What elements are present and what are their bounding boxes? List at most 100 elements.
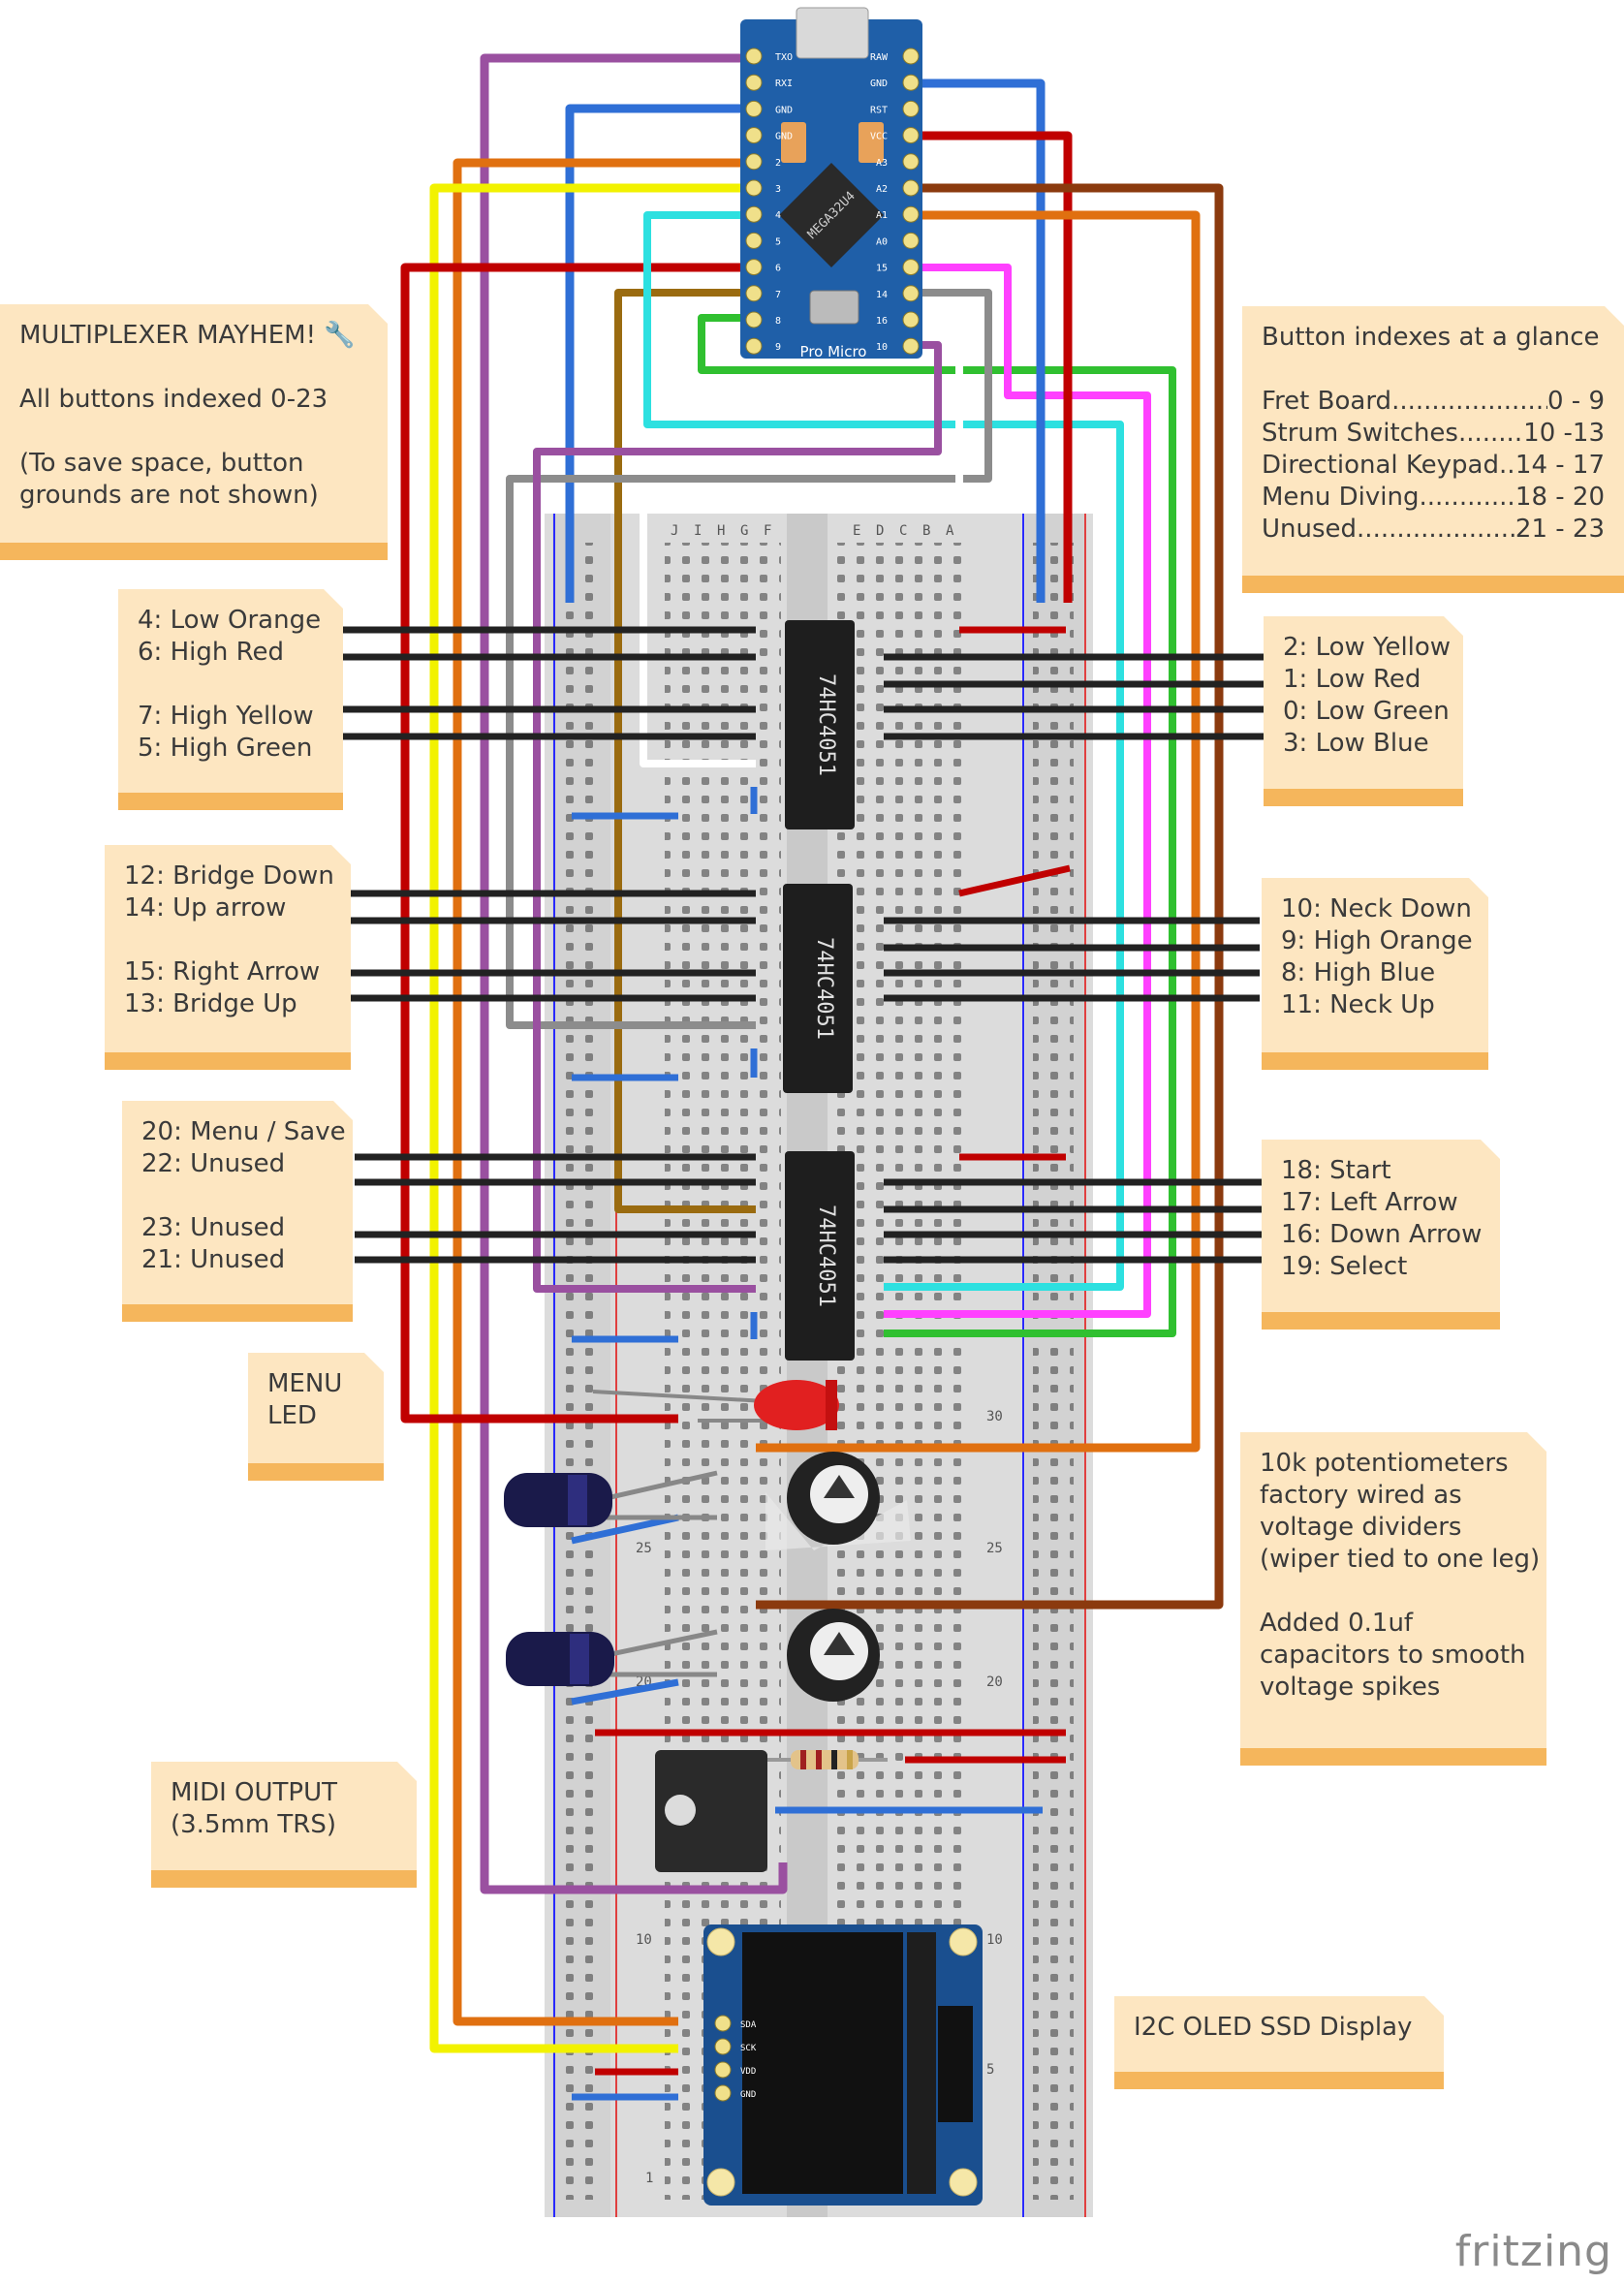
- pin-label: 16: [876, 316, 888, 327]
- wire-blue2: [911, 78, 1046, 603]
- pin-label: VCC: [870, 132, 888, 142]
- oled-pin-gnd: [714, 2084, 732, 2102]
- resistor: [765, 1750, 888, 1769]
- pin-gnd: [902, 74, 920, 91]
- note-multiplexer: MULTIPLEXER MAYHEM! 🔧 All buttons indexe…: [0, 304, 388, 560]
- pin-label: GND: [775, 132, 793, 142]
- index-row: Menu Diving.............................…: [1262, 483, 1605, 512]
- capacitors: [504, 1470, 718, 1686]
- fritzing-logo: fritzing: [1454, 2227, 1612, 2276]
- pin-label: RST: [870, 105, 888, 115]
- wire-blue: [565, 104, 752, 603]
- pin-2: [745, 153, 763, 171]
- pin-label: RAW: [870, 52, 889, 63]
- col-label: B: [922, 523, 930, 539]
- pin-8: [745, 311, 763, 329]
- note-title: MULTIPLEXER MAYHEM! 🔧: [19, 321, 356, 350]
- pin-9: [745, 337, 763, 355]
- pin-label: 14: [876, 290, 888, 300]
- pin-label: 15: [876, 264, 888, 274]
- col-label: F: [764, 523, 771, 539]
- oled-pin-sda: [714, 2015, 732, 2032]
- pin-label: 4: [775, 210, 781, 221]
- mux-chip-3: 74HC4051: [785, 1151, 855, 1361]
- pin-vcc: [902, 127, 920, 144]
- pin-label: 7: [775, 290, 781, 300]
- row-number: 25: [986, 1541, 1003, 1556]
- pin-14: [902, 285, 920, 302]
- note-mux3-right: 18: Start 17: Left Arrow 16: Down Arrow …: [1262, 1140, 1500, 1330]
- wire-orange: [453, 158, 752, 2026]
- mux-chip-2: 74HC4051: [783, 884, 853, 1093]
- index-row: Unused..............................21 -…: [1262, 515, 1605, 544]
- row-number: 5: [986, 2062, 994, 2078]
- pin-headers: TXORXIGNDGND23456789RAWGNDRSTVCCA3A2A1A0…: [745, 47, 920, 355]
- wire-brown: [756, 183, 1224, 1610]
- pin-7: [745, 285, 763, 302]
- pin-label: 6: [775, 264, 781, 274]
- menu-led: [592, 1380, 839, 1430]
- pin-gnd: [745, 127, 763, 144]
- wire-cyan: [643, 211, 1124, 1291]
- index-row: Fret Board..............................…: [1262, 387, 1605, 416]
- note-mux2-right: 10: Neck Down 9: High Orange 8: High Blu…: [1262, 878, 1488, 1070]
- pin-label: A0: [876, 236, 888, 247]
- ic-label: 74HC4051: [812, 937, 836, 1040]
- wire-red: [400, 263, 752, 1424]
- wire-purple: [480, 53, 788, 1894]
- oled-pin-sck: [714, 2038, 732, 2055]
- oled-pin-label: GND: [740, 2090, 756, 2100]
- pin-label: 3: [775, 184, 781, 195]
- pin-label: TXO: [775, 52, 793, 63]
- wire-red2: [911, 131, 1073, 603]
- note-button-indexes: Button indexes at a glance Fret Board...…: [1242, 306, 1624, 593]
- pin-15: [902, 259, 920, 276]
- ic-label: 74HC4051: [814, 1205, 838, 1307]
- pin-rst: [902, 100, 920, 117]
- col-label: C: [899, 523, 907, 539]
- note-mux2-left: 12: Bridge Down 14: Up arrow 15: Right A…: [105, 845, 351, 1070]
- pin-4: [745, 205, 763, 223]
- pin-gnd: [745, 100, 763, 117]
- pin-label: 10: [876, 342, 888, 353]
- pin-label: 9: [775, 342, 781, 353]
- oled-pin-label: SCK: [740, 2044, 757, 2053]
- index-row: Directional Keypad......................…: [1262, 451, 1605, 480]
- pro-micro-board: MEGA32U4 Pro Micro TXORXIGNDGND23456789R…: [740, 7, 922, 360]
- oled-pin-label: VDD: [740, 2067, 756, 2077]
- wire-olive: [614, 289, 756, 1213]
- mux-wires: [341, 626, 1265, 1264]
- note-potentiometers: 10k potentiometers factory wired as volt…: [1240, 1432, 1546, 1766]
- col-label: H: [717, 523, 725, 539]
- pin-rxi: [745, 74, 763, 91]
- row-number: 1: [645, 2171, 653, 2186]
- jumpers: [571, 626, 1071, 2101]
- pin-raw: [902, 47, 920, 65]
- pin-label: A3: [876, 158, 888, 169]
- note-mux1-left: 4: Low Orange 6: High Red 7: High Yellow…: [118, 589, 343, 810]
- note-title: Button indexes at a glance: [1262, 323, 1600, 352]
- pin-label: 5: [775, 236, 781, 247]
- wire-gray: [506, 289, 992, 1029]
- pin-label: A2: [876, 184, 888, 195]
- pin-5: [745, 232, 763, 249]
- row-number: 20: [986, 1674, 1003, 1690]
- wrench-icon: 🔧: [316, 321, 356, 350]
- col-label: A: [946, 523, 954, 539]
- wire-yellow: [429, 183, 752, 2053]
- wire-white: [640, 314, 963, 767]
- wires: [400, 53, 1224, 2053]
- note-mux1-right: 2: Low Yellow 1: Low Red 0: Low Green 3:…: [1264, 616, 1463, 806]
- pin-3: [745, 179, 763, 197]
- pin-16: [902, 311, 920, 329]
- potentiometer-2: [787, 1609, 880, 1702]
- col-label: E: [853, 523, 860, 539]
- wire-orange2: [756, 210, 1201, 1453]
- oled-pin-vdd: [714, 2061, 732, 2079]
- note-menu-led: MENU LED: [248, 1353, 384, 1481]
- note-mux3-left: 20: Menu / Save 22: Unused 23: Unused 21…: [122, 1101, 353, 1322]
- pin-label: 2: [775, 158, 781, 169]
- pin-a1: [902, 205, 920, 223]
- row-number: 25: [636, 1541, 652, 1556]
